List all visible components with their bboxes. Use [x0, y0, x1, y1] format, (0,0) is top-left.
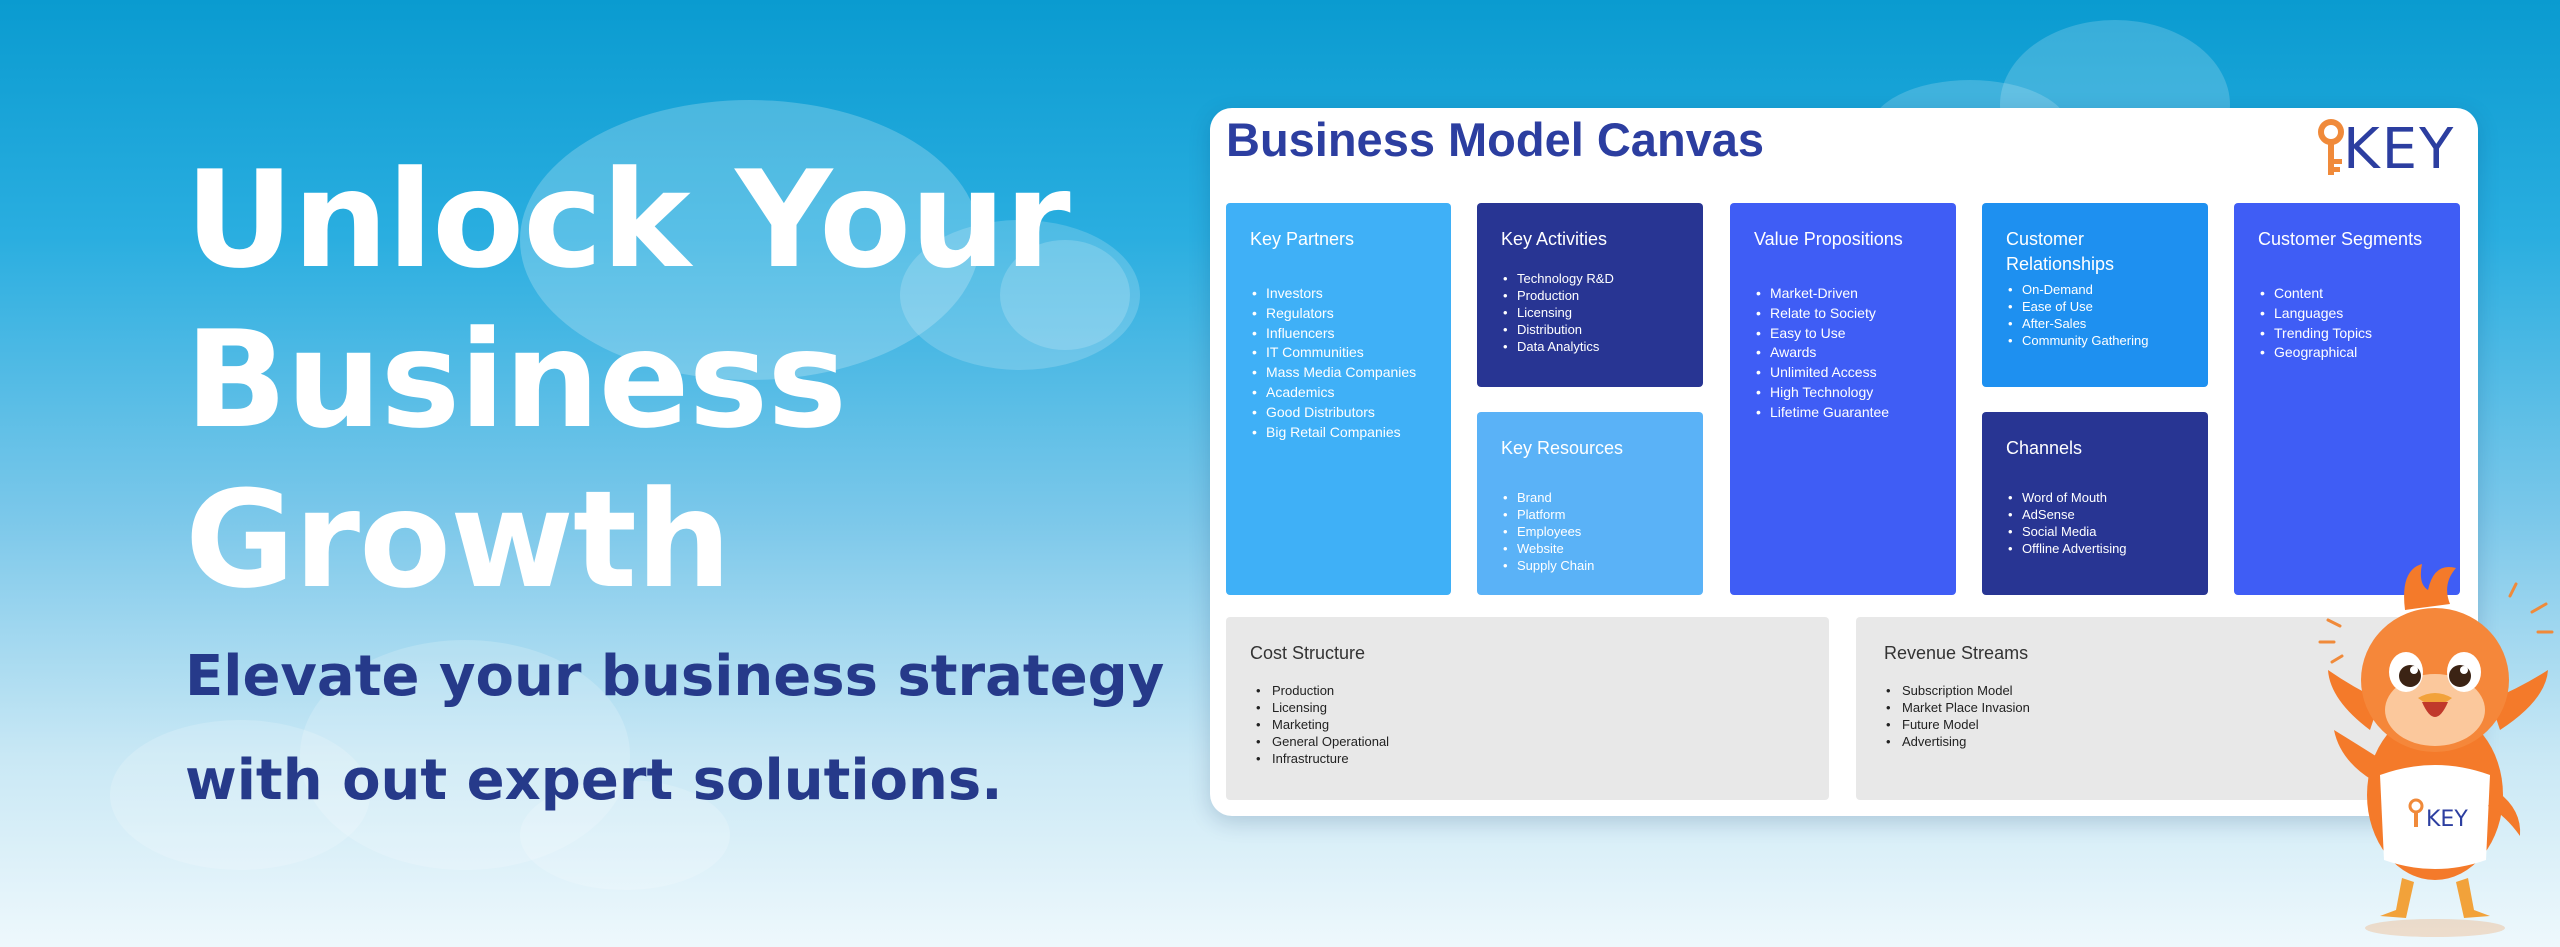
list-item: On-Demand: [2006, 281, 2188, 298]
key-resources-list: Brand Platform Employees Website Supply …: [1501, 489, 1683, 574]
list-item: Investors: [1250, 284, 1431, 304]
list-item: Subscription Model: [1880, 682, 2440, 699]
block-heading: Key Partners: [1250, 229, 1355, 249]
list-item: Regulators: [1250, 304, 1431, 324]
list-item: Platform: [1501, 506, 1683, 523]
list-item: Production: [1501, 287, 1683, 304]
svg-text:KEY: KEY: [2426, 807, 2468, 832]
list-item: Licensing: [1501, 304, 1683, 321]
canvas-title: Business Model Canvas: [1226, 113, 1765, 166]
list-item: Marketing: [1250, 716, 1809, 733]
logo-text: KEY: [2343, 116, 2456, 182]
list-item: Lifetime Guarantee: [1754, 403, 1936, 423]
list-item: AdSense: [2006, 506, 2188, 523]
block-heading: Channels: [2006, 438, 2083, 458]
list-item: Unlimited Access: [1754, 363, 1936, 383]
key-partners-block: Key Partners Investors Regulators Influe…: [1226, 203, 1451, 595]
cloud-decoration: [900, 220, 1140, 370]
list-item: Relate to Society: [1754, 304, 1936, 324]
key-logo: KEY: [2315, 116, 2465, 182]
block-heading: Cost Structure: [1250, 643, 1366, 663]
list-item: Distribution: [1501, 321, 1683, 338]
list-item: Ease of Use: [2006, 298, 2188, 315]
list-item: High Technology: [1754, 383, 1936, 403]
list-item: Future Model: [1880, 716, 2440, 733]
channels-list: Word of Mouth AdSense Social Media Offli…: [2006, 489, 2188, 557]
list-item: Mass Media Companies: [1250, 363, 1431, 383]
cloud-decoration: [1000, 240, 1130, 350]
list-item: Word of Mouth: [2006, 489, 2188, 506]
key-activities-block: Key Activities Technology R&D Production…: [1477, 203, 1703, 387]
block-heading: Customer Relationships: [2006, 229, 2115, 274]
list-item: Academics: [1250, 383, 1431, 403]
key-icon: [2318, 119, 2344, 175]
list-item: Community Gathering: [2006, 332, 2188, 349]
list-item: Advertising: [1880, 733, 2440, 750]
key-partners-list: Investors Regulators Influencers IT Comm…: [1250, 284, 1431, 442]
value-propositions-list: Market-Driven Relate to Society Easy to …: [1754, 284, 1936, 423]
list-item: Trending Topics: [2258, 324, 2440, 344]
block-heading: Value Propositions: [1754, 229, 1903, 249]
list-item: Influencers: [1250, 324, 1431, 344]
cost-structure-block: Cost Structure Production Licensing Mark…: [1226, 617, 1829, 800]
list-item: Content: [2258, 284, 2440, 304]
cloud-decoration: [520, 100, 980, 380]
customer-relationships-list: On-Demand Ease of Use After-Sales Commun…: [2006, 281, 2188, 349]
hero-title: Unlock Your Business Growth: [185, 142, 1071, 618]
list-item: Big Retail Companies: [1250, 423, 1431, 443]
value-propositions-block: Value Propositions Market-Driven Relate …: [1730, 203, 1956, 595]
cost-structure-list: Production Licensing Marketing General O…: [1250, 682, 1809, 767]
list-item: Licensing: [1250, 699, 1809, 716]
list-item: General Operational: [1250, 733, 1809, 750]
key-resources-block: Key Resources Brand Platform Employees W…: [1477, 412, 1703, 595]
key-activities-list: Technology R&D Production Licensing Dist…: [1501, 270, 1683, 355]
list-item: Supply Chain: [1501, 557, 1683, 574]
list-item: Market-Driven: [1754, 284, 1936, 304]
customer-segments-list: Content Languages Trending Topics Geogra…: [2258, 284, 2440, 363]
list-item: Easy to Use: [1754, 324, 1936, 344]
cloud-decoration: [520, 780, 730, 890]
revenue-streams-list: Subscription Model Market Place Invasion…: [1880, 682, 2440, 750]
customer-relationships-block: Customer Relationships On-Demand Ease of…: [1982, 203, 2208, 387]
block-heading: Customer Segments: [2258, 229, 2423, 249]
list-item: Awards: [1754, 343, 1936, 363]
list-item: Brand: [1501, 489, 1683, 506]
list-item: Technology R&D: [1501, 270, 1683, 287]
list-item: Data Analytics: [1501, 338, 1683, 355]
customer-segments-block: Customer Segments Content Languages Tren…: [2234, 203, 2460, 595]
list-item: Market Place Invasion: [1880, 699, 2440, 716]
list-item: Good Distributors: [1250, 403, 1431, 423]
cloud-decoration: [300, 640, 630, 870]
list-item: Employees: [1501, 523, 1683, 540]
list-item: Website: [1501, 540, 1683, 557]
list-item: IT Communities: [1250, 343, 1431, 363]
cloud-decoration: [110, 720, 370, 870]
block-heading: Key Resources: [1501, 438, 1624, 458]
hero-subtitle: Elevate your business strategy with out …: [185, 644, 1165, 813]
list-item: After-Sales: [2006, 315, 2188, 332]
list-item: Production: [1250, 682, 1809, 699]
block-heading: Revenue Streams: [1884, 643, 2029, 663]
list-item: Geographical: [2258, 343, 2440, 363]
list-item: Offline Advertising: [2006, 540, 2188, 557]
list-item: Languages: [2258, 304, 2440, 324]
list-item: Social Media: [2006, 523, 2188, 540]
list-item: Infrastructure: [1250, 750, 1809, 767]
block-heading: Key Activities: [1501, 229, 1608, 249]
channels-block: Channels Word of Mouth AdSense Social Me…: [1982, 412, 2208, 595]
bird-mascot-illustration: KEY: [2318, 564, 2554, 937]
